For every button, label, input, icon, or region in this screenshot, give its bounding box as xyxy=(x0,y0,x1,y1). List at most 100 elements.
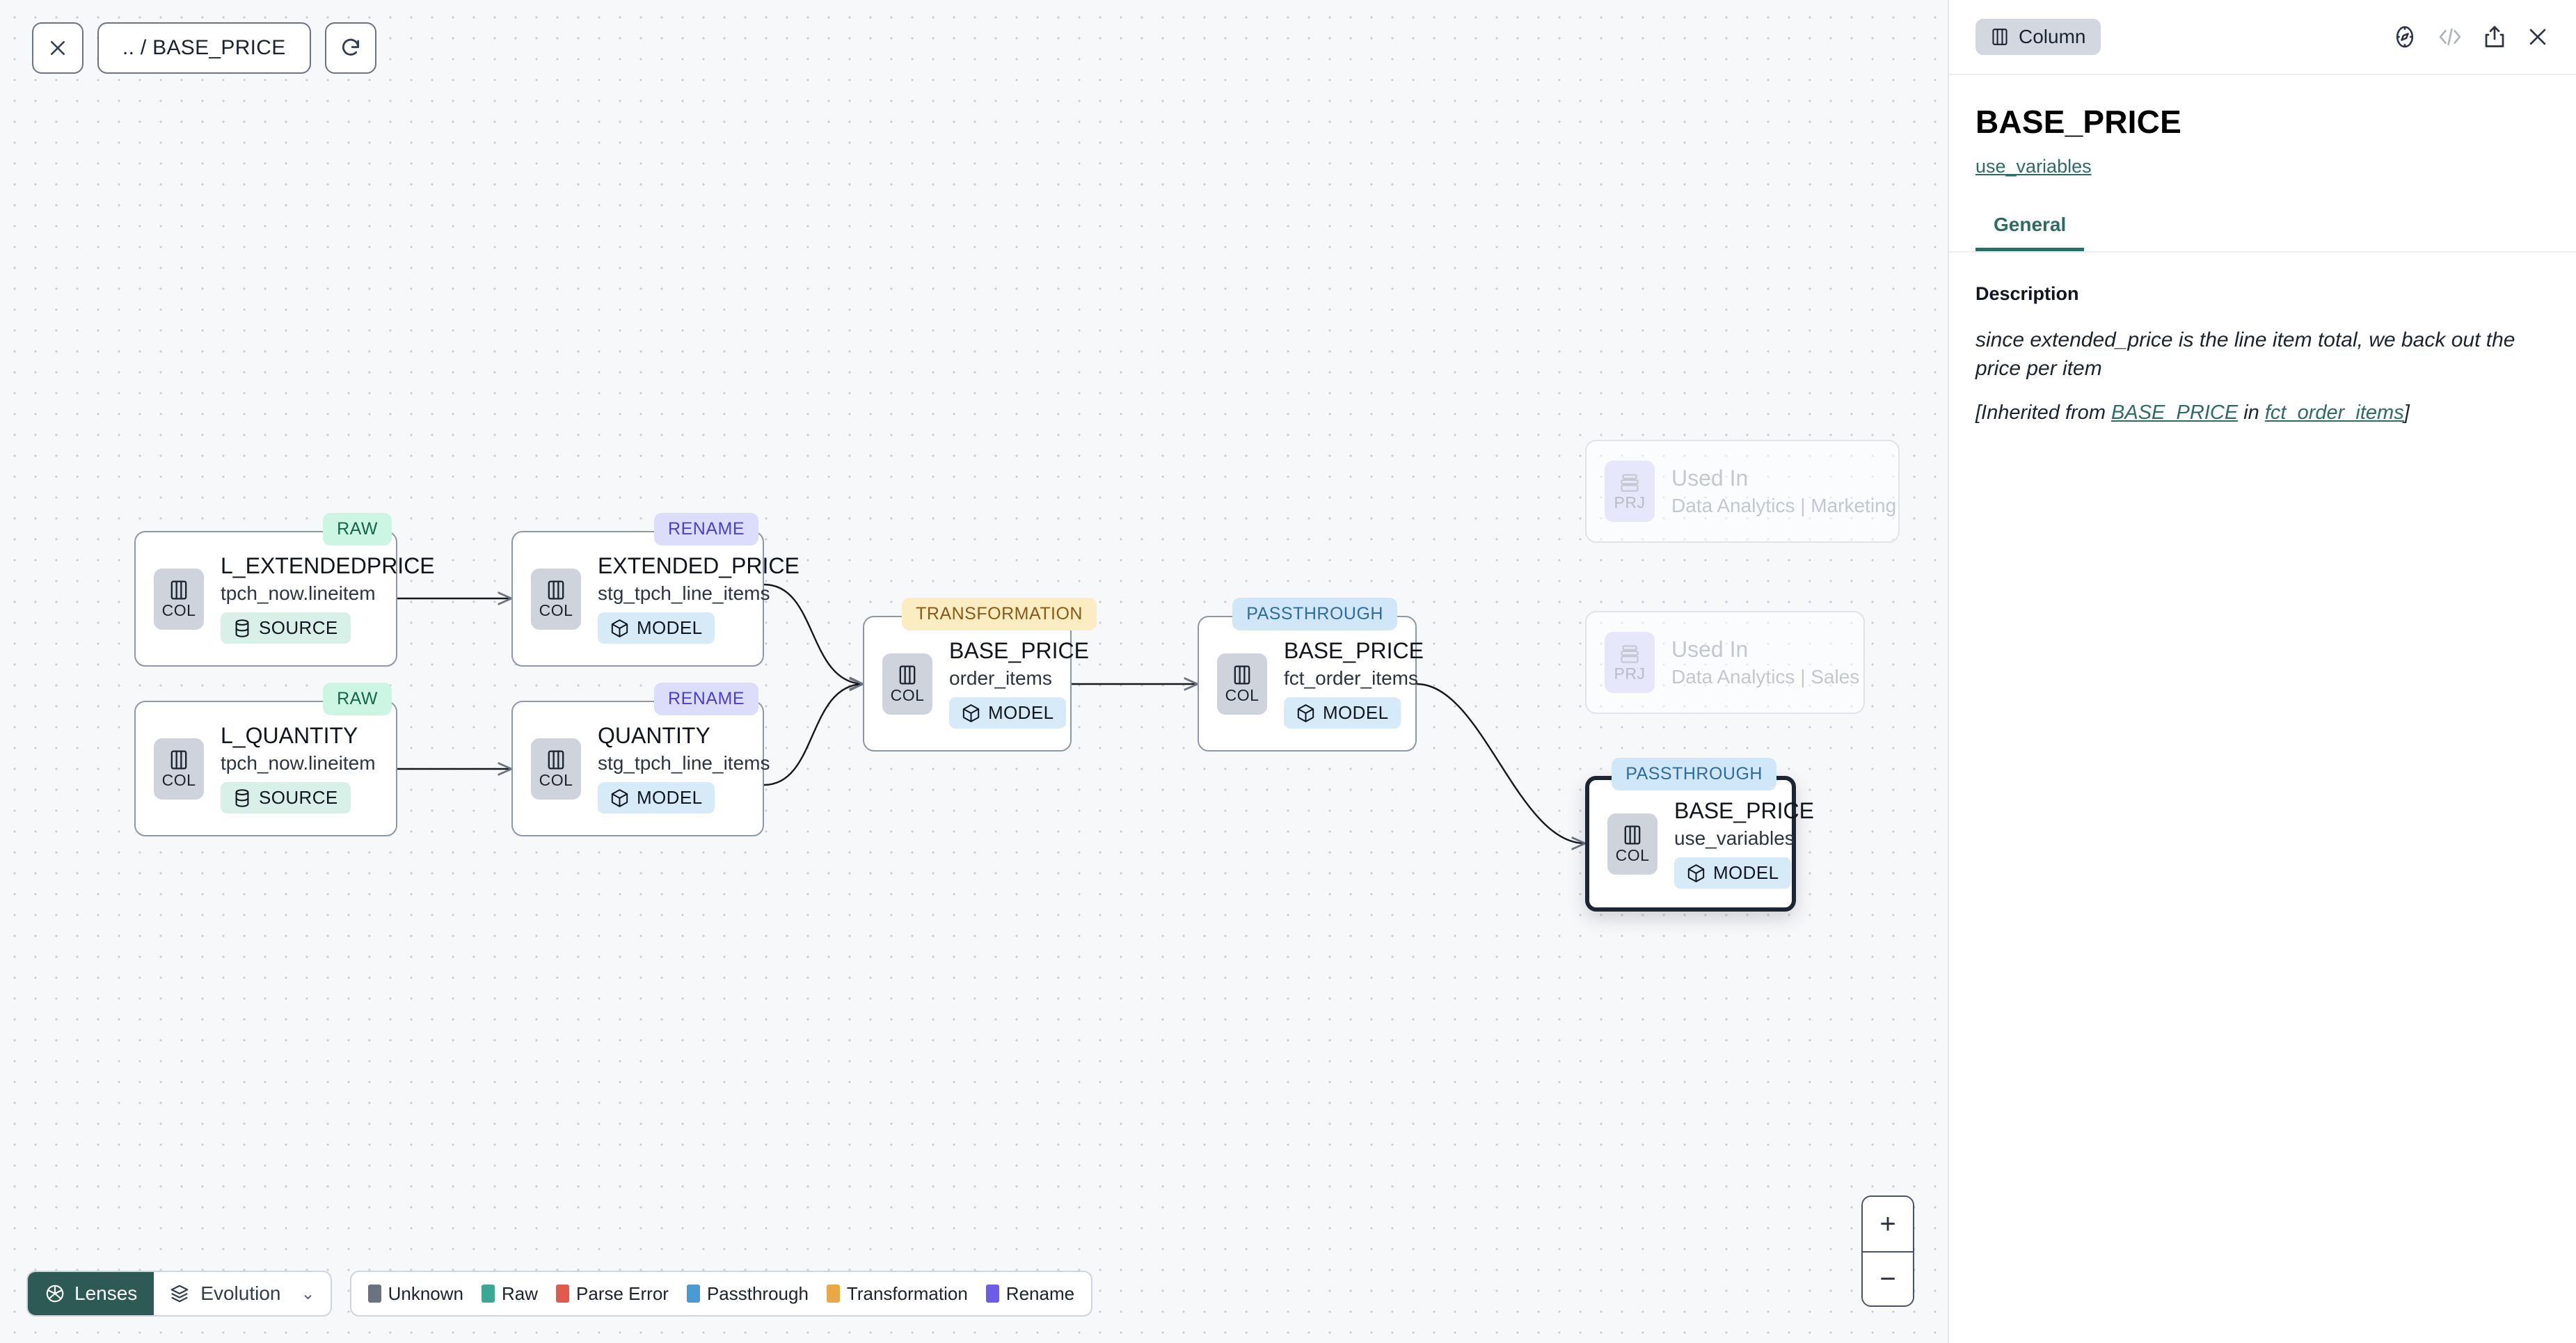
column-icon xyxy=(548,580,564,600)
close-icon xyxy=(50,40,65,56)
cube-icon xyxy=(1687,864,1705,882)
zoom-in-button[interactable]: + xyxy=(1863,1197,1913,1251)
legend-item[interactable]: Raw xyxy=(482,1283,538,1305)
node-subtitle: order_items xyxy=(949,667,1052,689)
evolution-dropdown[interactable]: Evolution ⌄ xyxy=(154,1272,331,1315)
lineage-node-quantity[interactable]: COL QUANTITY stg_tpch_line_items MODEL xyxy=(511,701,770,836)
node-body: BASE_PRICE use_variables MODEL xyxy=(1674,798,1814,889)
kind-label: PRJ xyxy=(1614,664,1646,683)
node-title: QUANTITY xyxy=(598,722,710,748)
column-icon xyxy=(1234,665,1250,685)
ghost-node-used-in-marketing[interactable]: PRJ Used In Data Analytics | Marketing xyxy=(1585,440,1900,543)
zoom-out-button[interactable]: − xyxy=(1863,1251,1913,1305)
cube-icon xyxy=(1297,704,1314,722)
lineage-canvas[interactable]: .. / BASE_PRICE xyxy=(0,0,1948,1343)
materialization-label: SOURCE xyxy=(259,617,338,639)
share-icon[interactable] xyxy=(2483,24,2506,49)
legend-item[interactable]: Transformation xyxy=(826,1282,968,1305)
materialization-label: MODEL xyxy=(637,787,703,809)
node-body: BASE_PRICE fct_order_items MODEL xyxy=(1284,638,1424,729)
refresh-icon xyxy=(342,38,359,56)
legend-swatch xyxy=(686,1285,700,1303)
inherited-middle: in xyxy=(2238,401,2265,424)
code-icon[interactable] xyxy=(2437,24,2463,49)
legend-label: Raw xyxy=(502,1282,539,1304)
kind-label: COL xyxy=(1615,846,1650,864)
close-panel-icon[interactable] xyxy=(2526,25,2550,49)
lineage-node-base_price_use_variables[interactable]: COL BASE_PRICE use_variables MODEL xyxy=(1585,776,1814,912)
tab-general[interactable]: General xyxy=(1975,214,2085,251)
parent-model-link[interactable]: use_variables xyxy=(1975,156,2092,177)
column-kind-badge: COL xyxy=(154,568,204,630)
node-title: BASE_PRICE xyxy=(949,637,1089,663)
panel-tabs: General xyxy=(1949,214,2576,253)
legend-item[interactable]: Parse Error xyxy=(556,1283,669,1305)
compass-icon[interactable] xyxy=(2392,24,2417,49)
lineage-node-base_price_fct_order_items[interactable]: COL BASE_PRICE fct_order_items MODEL xyxy=(1198,616,1424,752)
node-body: L_QUANTITY tpch_now.lineitem SOURCE xyxy=(221,723,376,814)
inherited-model-link[interactable]: fct_order_items xyxy=(2264,401,2404,424)
node-type-tag: PASSTHROUGH xyxy=(1232,598,1397,630)
panel-header: Column xyxy=(1949,0,2576,75)
chevron-down-icon: ⌄ xyxy=(301,1284,315,1303)
node-subtitle: use_variables xyxy=(1674,827,1795,849)
node-body: BASE_PRICE order_items MODEL xyxy=(949,637,1089,729)
refresh-button[interactable] xyxy=(324,22,376,74)
code-glyph xyxy=(2439,28,2461,46)
lineage-node-l_quantity[interactable]: COL L_QUANTITY tpch_now.lineitem SOURCE xyxy=(134,701,397,836)
node-body: Used In Data Analytics | Sales xyxy=(1671,636,1860,688)
materialization-label: MODEL xyxy=(1713,862,1779,884)
details-panel: Column xyxy=(1948,0,2576,1343)
node-body: Used In Data Analytics | Marketing xyxy=(1671,465,1896,516)
node-wrapper: RAW COL L_QUANTITY tpch_now.lineitem SOU… xyxy=(134,683,397,836)
legend-swatch xyxy=(482,1285,495,1303)
node-subtitle: Data Analytics | Sales xyxy=(1671,665,1860,688)
panel-action-icons xyxy=(2392,24,2550,49)
database-icon xyxy=(235,788,249,807)
lineage-node-base_price_order_items[interactable]: COL BASE_PRICE order_items MODEL xyxy=(863,616,1089,752)
legend-item[interactable]: Unknown xyxy=(367,1283,463,1305)
column-kind-badge: COL xyxy=(531,738,581,800)
legend-swatch xyxy=(367,1285,381,1303)
lineage-node-l_extendedprice[interactable]: COL L_EXTENDEDPRICE tpch_now.lineitem SO… xyxy=(134,531,435,667)
materialization-label: MODEL xyxy=(1323,702,1389,724)
node-wrapper: RENAME COL EXTENDED_PRICE stg_tpch_line_… xyxy=(511,513,800,667)
breadcrumb[interactable]: .. / BASE_PRICE xyxy=(97,22,311,74)
zoom-controls: + − xyxy=(1861,1195,1914,1307)
canvas-toolbar: .. / BASE_PRICE xyxy=(32,22,376,74)
bottom-toolbar: Lenses Evolution ⌄ Unknown Raw Parse Error… xyxy=(26,1271,1093,1317)
column-icon xyxy=(170,750,187,770)
legend-label: Parse Error xyxy=(576,1282,669,1304)
lens-group: Lenses Evolution ⌄ xyxy=(26,1271,332,1317)
aperture-icon xyxy=(46,1285,64,1303)
description-section: Description since extended_price is the … xyxy=(1949,253,2576,424)
close-graph-button[interactable] xyxy=(32,22,84,74)
legend-item[interactable]: Passthrough xyxy=(686,1283,809,1305)
node-subtitle: fct_order_items xyxy=(1284,667,1418,689)
layers-icon xyxy=(170,1285,189,1303)
legend-label: Transformation xyxy=(846,1282,968,1304)
materialization-badge: MODEL xyxy=(949,697,1067,729)
node-title: L_EXTENDEDPRICE xyxy=(221,553,435,578)
lineage-node-extended_price[interactable]: COL EXTENDED_PRICE stg_tpch_line_items M… xyxy=(511,531,800,667)
legend-item[interactable]: Rename xyxy=(985,1283,1074,1305)
column-icon xyxy=(170,580,187,600)
ghost-node-used-in-sales[interactable]: PRJ Used In Data Analytics | Sales xyxy=(1585,611,1865,714)
node-type-tag: TRANSFORMATION xyxy=(902,598,1097,630)
panel-title-block: BASE_PRICE use_variables xyxy=(1949,75,2576,177)
project-kind-badge: PRJ xyxy=(1605,632,1655,693)
kind-label: PRJ xyxy=(1614,493,1646,511)
column-kind-badge: COL xyxy=(531,568,581,630)
project-icon xyxy=(1621,473,1639,492)
cube-icon xyxy=(962,704,980,722)
node-title: Used In xyxy=(1671,465,1749,491)
node-type-tag: RAW xyxy=(323,683,392,715)
legend: Unknown Raw Parse Error Passthrough Transfor… xyxy=(349,1271,1093,1317)
column-type-chip[interactable]: Column xyxy=(1975,19,2101,55)
inherited-column-link[interactable]: BASE_PRICE xyxy=(2111,401,2239,424)
node-type-tag: PASSTHROUGH xyxy=(1612,758,1776,790)
node-title: Used In xyxy=(1671,636,1749,662)
materialization-badge: MODEL xyxy=(598,782,715,814)
legend-swatch xyxy=(985,1285,999,1303)
lenses-button[interactable]: Lenses xyxy=(28,1272,154,1315)
